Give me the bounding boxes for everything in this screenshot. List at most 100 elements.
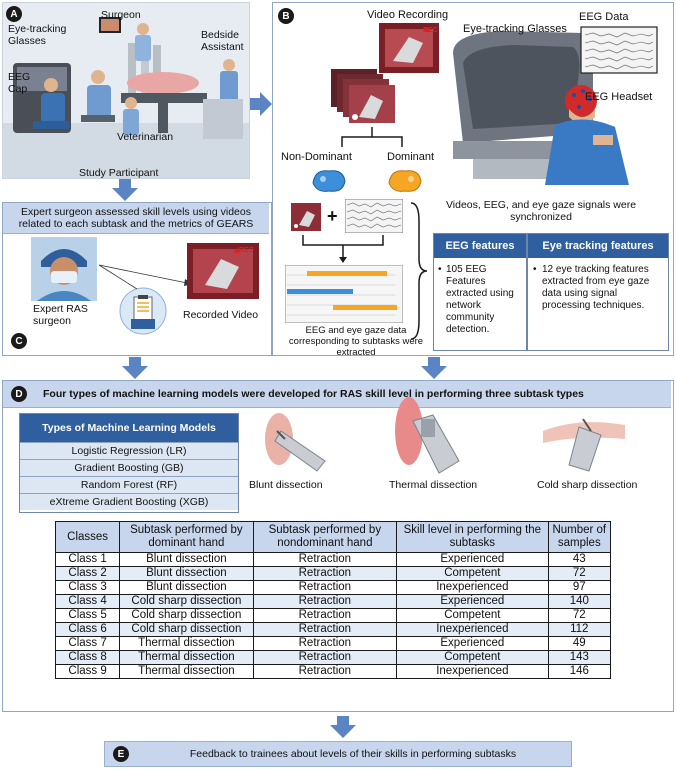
table-cell: Retraction [252,580,398,595]
table-cell: Retraction [252,566,398,581]
table-cell: 72 [547,566,612,581]
bullet-icon: • [533,264,537,275]
video-recording-label: Video Recording [367,9,449,21]
table-cell: Retraction [252,636,398,651]
table-cell: Retraction [252,594,398,609]
table-cell: Blunt dissection [119,566,254,581]
table-cell: Thermal dissection [119,650,254,665]
eeg-signal-thumb [345,199,403,233]
video-frame-icon [379,23,439,73]
table-cell: Retraction [252,608,398,623]
table-cell: Retraction [252,664,398,679]
label-eye-tracking-glasses: Eye-tracking Glasses [8,23,67,47]
col-header: Classes [54,521,121,553]
table-cell: Cold sharp dissection [119,608,254,623]
panel-d: Four types of machine learning models we… [2,380,674,712]
plus-sign: + [327,206,338,226]
table-cell: Competent [396,650,549,665]
table-cell: Blunt dissection [119,580,254,595]
rec-label-c: REC [239,247,254,254]
label-surgeon: Surgeon [101,9,141,21]
table-cell: Experienced [396,552,549,567]
operating-room-illustration [3,3,249,178]
arrow-a-to-c [112,179,138,201]
panel-e: E Feedback to trainees about levels of t… [104,741,572,767]
eye-features-body: • 12 eye tracking features extracted fro… [528,258,668,316]
arrow-a-to-b [250,92,272,116]
eeg-features-title: EEG features [434,234,526,258]
split-bracket [341,127,403,147]
badge-a: A [6,6,22,22]
table-cell: Retraction [252,650,398,665]
table-cell: Class 8 [54,650,121,665]
badge-d: D [11,386,27,402]
thermal-dissection-illustration [395,397,460,474]
table-cell: Class 9 [54,664,121,679]
table-cell: Experienced [396,594,549,609]
cold-sharp-dissection-illustration [543,418,625,472]
study-participant-caption: Study Participant [79,167,159,179]
console-surgeon-illustration [453,26,658,185]
table-cell: 143 [547,650,612,665]
table-cell: 97 [547,580,612,595]
table-cell: 72 [547,608,612,623]
panel-c: Expert surgeon assessed skill levels usi… [2,202,272,356]
subtask-label-blunt: Blunt dissection [249,479,323,491]
table-cell: Cold sharp dissection [119,594,254,609]
col-header: Skill level in performing the subtasks [396,521,549,553]
table-cell: Class 6 [54,622,121,637]
badge-c: C [11,333,27,349]
non-dominant-label: Non-Dominant [281,151,352,163]
table-cell: Competent [396,566,549,581]
label-eeg-cap: EEG Cap [8,71,31,95]
eye-features-title: Eye tracking features [528,234,668,258]
recorded-video-label: Recorded Video [183,309,259,321]
table-cell: 112 [547,622,612,637]
non-dominant-hand-icon [312,170,346,192]
table-cell: Competent [396,608,549,623]
table-cell: Inexperienced [396,580,549,595]
table-cell: 43 [547,552,612,567]
ml-models-title: Types of Machine Learning Models [20,414,238,442]
table-cell: Class 5 [54,608,121,623]
table-header-row: Classes Subtask performed by dominant ha… [54,521,612,553]
eye-tracking-glasses-label: Eye-tracking Glasses [463,23,567,35]
table-cell: Class 7 [54,636,121,651]
table-cell: Thermal dissection [119,664,254,679]
table-cell: Blunt dissection [119,552,254,567]
panel-d-header-text: Four types of machine learning models we… [43,388,584,400]
ml-models-box: Types of Machine Learning Models Logisti… [19,413,239,513]
eye-features-box: Eye tracking features • 12 eye tracking … [527,233,669,351]
table-cell: Inexperienced [396,664,549,679]
table-cell: Inexperienced [396,622,549,637]
ml-model-item: Logistic Regression (LR) [20,442,238,459]
label-veterinarian: Veterinarian [117,131,174,143]
table-cell: Thermal dissection [119,636,254,651]
table-cell: 146 [547,664,612,679]
col-header: Subtask performed by dominant hand [119,521,254,553]
panel-c-header: Expert surgeon assessed skill levels usi… [3,203,269,234]
panel-b: B Video Recording REC Non-Dominant Domin… [272,2,674,358]
panel-d-header: Four types of machine learning models we… [3,381,671,408]
arrow-c-to-d [122,357,148,379]
table-cell: Class 4 [54,594,121,609]
classes-table: Classes Subtask performed by dominant ha… [54,521,612,679]
panel-c-header-text: Expert surgeon assessed skill levels usi… [18,206,254,230]
eeg-features-body: • 105 EEG Features extracted using netwo… [434,258,526,340]
eeg-features-box: EEG features • 105 EEG Features extracte… [433,233,527,351]
ml-model-item: Random Forest (RF) [20,476,238,493]
arrow-d-to-e [330,716,356,738]
segment-caption: EEG and eye gaze data corresponding to s… [288,325,424,358]
badge-e: E [113,746,129,762]
expert-surgeon-illustration [31,237,97,301]
panel-a: A Eye-tracking Glasses Surgeon Bedside A… [2,2,250,179]
table-cell: Retraction [252,622,398,637]
table-cell: 140 [547,594,612,609]
